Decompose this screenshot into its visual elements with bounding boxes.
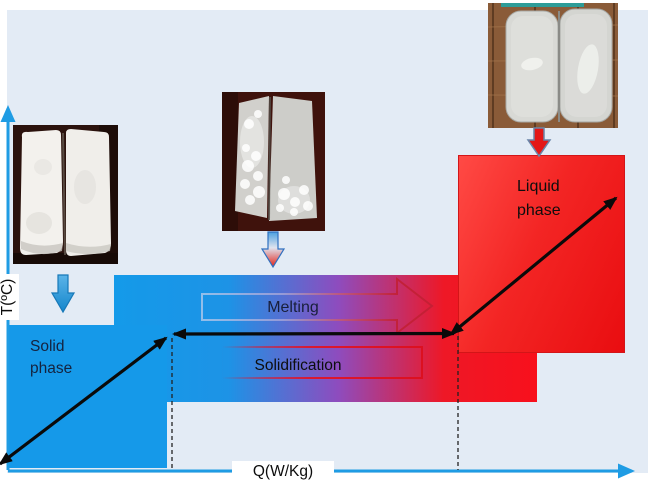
melting-pcm-photo (222, 92, 325, 231)
solidification-label: Solidification (254, 357, 342, 374)
solid-pcm-photo (13, 125, 118, 264)
liquid-phase-label: Liquid phase (517, 178, 561, 219)
y-axis-label: T(ºC) (0, 274, 19, 320)
liquid-pcm-photo (488, 3, 618, 128)
solid-phase-label: Solid phase (30, 338, 73, 377)
x-axis-label: Q(W/Kg) (232, 461, 334, 483)
melting-label: Melting (267, 299, 319, 316)
